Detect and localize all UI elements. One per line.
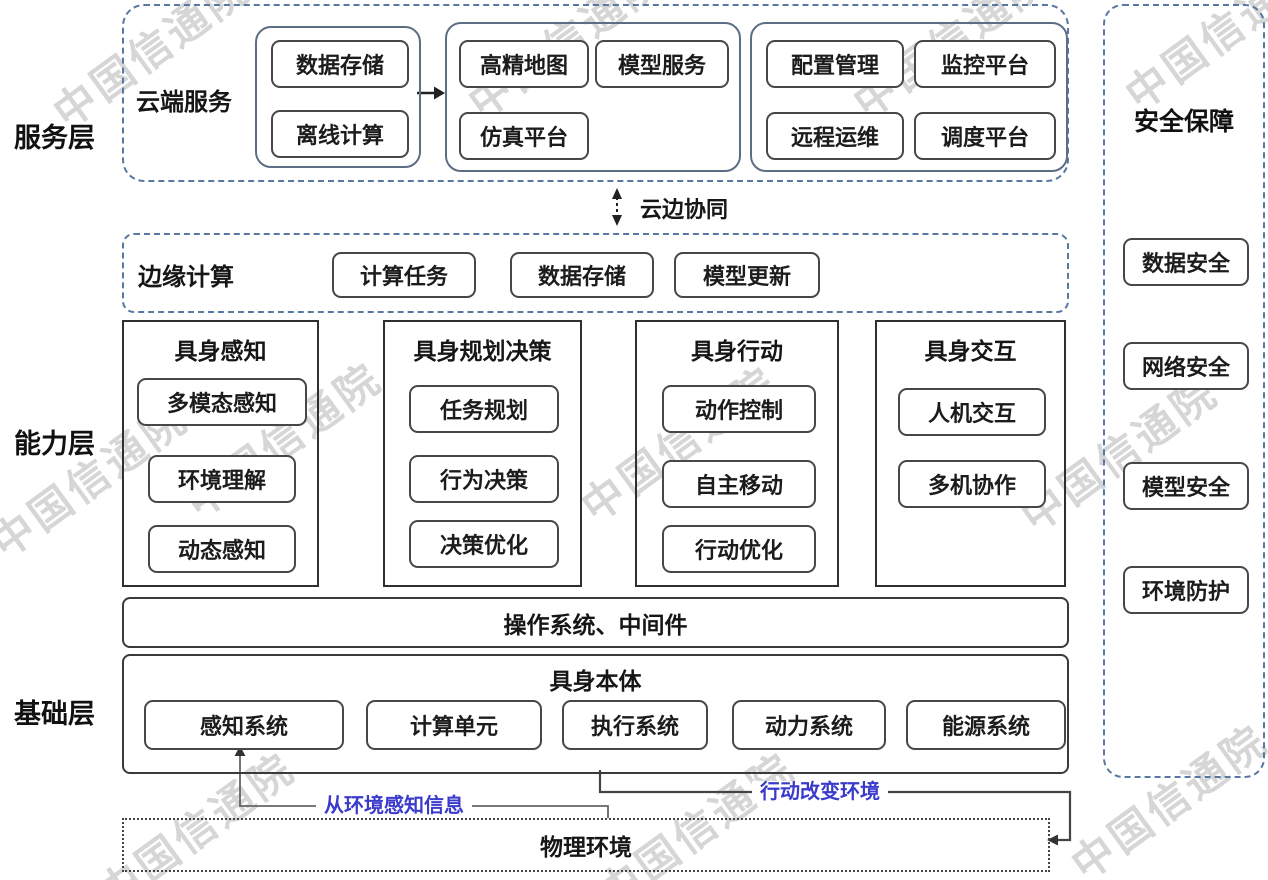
column-title: 具身行动 (691, 338, 783, 364)
box-human-machine-interaction: 人机交互 (898, 388, 1046, 436)
box-multimodal-perception: 多模态感知 (137, 378, 307, 426)
box-compute-task: 计算任务 (332, 252, 476, 298)
column-embodied-action: 具身行动 动作控制 自主移动 行动优化 (635, 320, 839, 587)
act-annotation: 行动改变环境 (752, 781, 888, 803)
column-embodied-interaction: 具身交互 人机交互 多机协作 (875, 320, 1066, 587)
box-monitor-platform: 监控平台 (914, 40, 1056, 88)
box-behavior-decision: 行为决策 (409, 455, 559, 503)
middleware-label: 操作系统、中间件 (503, 611, 688, 638)
middleware-bar: 操作系统、中间件 (122, 597, 1069, 648)
box-action-optimization: 行动优化 (662, 525, 816, 573)
service-layer-label: 服务层 (14, 123, 95, 153)
box-execution-system: 执行系统 (562, 700, 708, 750)
box-energy-system: 能源系统 (906, 700, 1066, 750)
box-autonomous-movement: 自主移动 (662, 460, 816, 508)
cloud-service-container: 云端服务 数据存储 离线计算 高精地图 模型服务 仿真平台 配置管理 监控平台 … (122, 4, 1069, 182)
box-motion-control: 动作控制 (662, 385, 816, 433)
cloud-group-ops: 配置管理 监控平台 远程运维 调度平台 (750, 22, 1068, 172)
cloud-group-platform: 高精地图 模型服务 仿真平台 (445, 22, 741, 172)
box-config-mgmt: 配置管理 (766, 40, 904, 88)
perceive-annotation: 从环境感知信息 (316, 795, 472, 817)
edge-compute-label: 边缘计算 (138, 264, 234, 291)
box-compute-unit: 计算单元 (366, 700, 542, 750)
cloud-group-storage: 数据存储 离线计算 (255, 26, 421, 168)
column-embodied-perception: 具身感知 多模态感知 环境理解 动态感知 (122, 320, 319, 587)
column-embodied-planning: 具身规划决策 任务规划 行为决策 决策优化 (383, 320, 582, 587)
box-data-security: 数据安全 (1123, 238, 1249, 286)
security-sidebar: 安全保障 数据安全 网络安全 模型安全 环境防护 (1103, 4, 1265, 778)
column-title: 具身交互 (924, 338, 1017, 364)
box-dynamic-perception: 动态感知 (148, 525, 296, 573)
box-multi-robot-collaboration: 多机协作 (898, 460, 1046, 508)
physical-environment-box: 物理环境 (122, 818, 1050, 872)
double-arrow-icon (612, 188, 622, 226)
box-environment-protection: 环境防护 (1123, 566, 1249, 614)
foundation-layer-label: 基础层 (14, 699, 95, 729)
security-title: 安全保障 (1133, 108, 1234, 136)
box-data-storage: 数据存储 (271, 40, 409, 88)
column-title: 具身规划决策 (413, 338, 552, 364)
box-simulation-platform: 仿真平台 (459, 112, 589, 160)
box-model-security: 模型安全 (1123, 462, 1249, 510)
box-power-system: 动力系统 (732, 700, 886, 750)
box-model-update: 模型更新 (674, 252, 820, 298)
box-edge-data-storage: 数据存储 (510, 252, 654, 298)
embodied-body-title: 具身本体 (549, 668, 642, 694)
box-perception-system: 感知系统 (144, 700, 344, 750)
box-environment-understanding: 环境理解 (148, 455, 296, 503)
edge-compute-container: 边缘计算 计算任务 数据存储 模型更新 (122, 233, 1069, 313)
box-offline-compute: 离线计算 (271, 110, 409, 158)
box-decision-optimization: 决策优化 (409, 520, 559, 568)
embodied-body-container: 具身本体 感知系统 计算单元 执行系统 动力系统 能源系统 (122, 654, 1069, 774)
physical-environment-label: 物理环境 (540, 834, 632, 860)
cloud-service-label: 云端服务 (136, 89, 232, 116)
capability-layer-label: 能力层 (14, 429, 95, 459)
box-model-service: 模型服务 (595, 40, 729, 88)
box-remote-ops: 远程运维 (766, 112, 904, 160)
column-title: 具身感知 (174, 338, 267, 364)
box-task-planning: 任务规划 (409, 385, 559, 433)
box-hd-map: 高精地图 (459, 40, 589, 88)
box-network-security: 网络安全 (1123, 342, 1249, 390)
cloud-edge-label: 云边协同 (640, 197, 729, 222)
box-dispatch-platform: 调度平台 (914, 112, 1056, 160)
